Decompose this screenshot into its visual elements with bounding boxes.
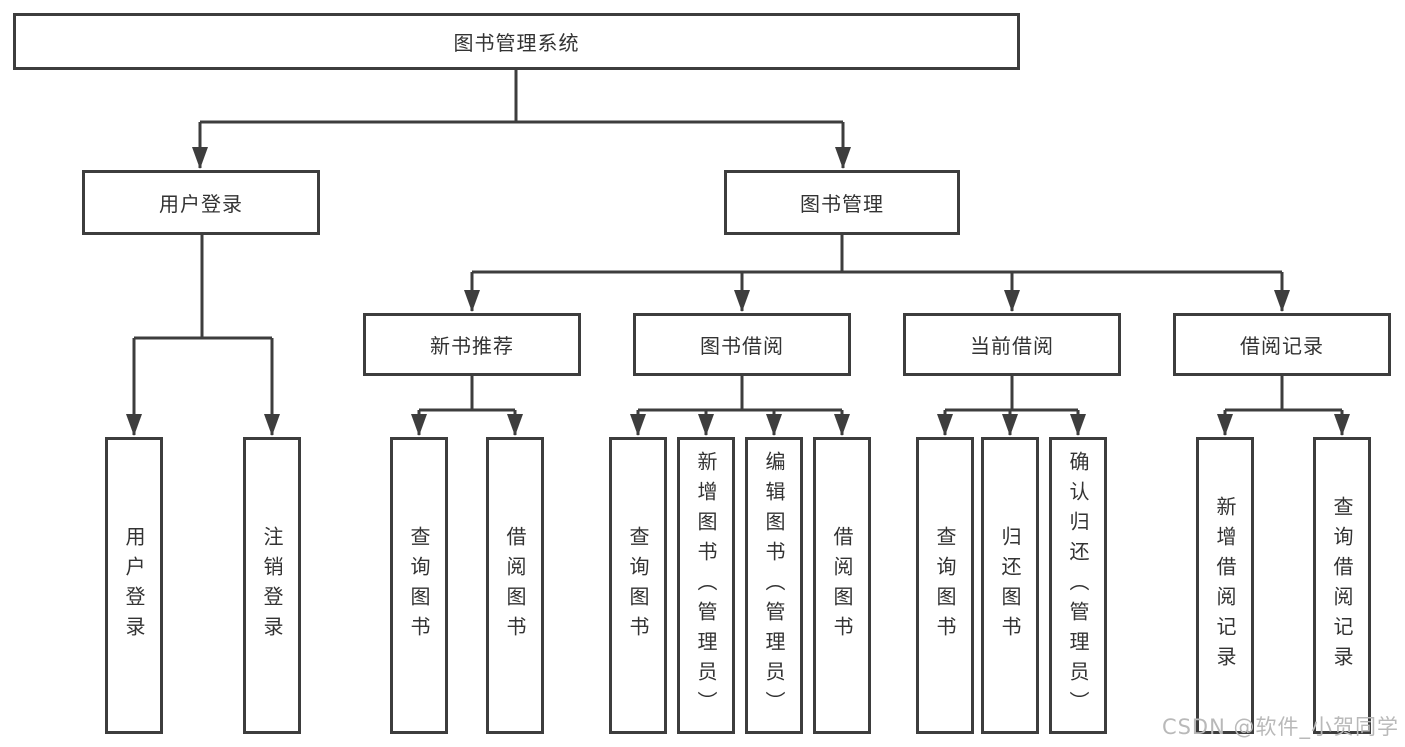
leaf-logout: 注销登录 — [243, 437, 301, 734]
leaf-add-books-admin: 新增图书（管理员） — [677, 437, 735, 734]
csdn-watermark: CSDN @软件_小贺同学 — [1161, 715, 1399, 739]
leaf-label: 归还图书 — [998, 525, 1022, 646]
leaf-query-borrow-record: 查询借阅记录 — [1313, 437, 1371, 734]
leaf-borrow-books-recommend: 借阅图书 — [486, 437, 544, 734]
leaf-query-books-recommend: 查询图书 — [390, 437, 448, 734]
leaf-confirm-return-admin: 确认归还（管理员） — [1049, 437, 1107, 734]
leaf-label: 查询图书 — [933, 525, 957, 646]
leaf-query-books-borrow: 查询图书 — [609, 437, 667, 734]
leaf-label: 确认归还（管理员） — [1066, 450, 1090, 721]
node-library-system: 图书管理系统 — [13, 13, 1020, 70]
leaf-label: 查询借阅记录 — [1330, 495, 1354, 676]
leaf-query-books-current: 查询图书 — [916, 437, 974, 734]
leaf-label: 新增图书（管理员） — [694, 450, 718, 721]
node-user-login: 用户登录 — [82, 170, 320, 235]
leaf-user-login: 用户登录 — [105, 437, 163, 734]
node-borrow-records: 借阅记录 — [1173, 313, 1391, 376]
leaf-label: 查询图书 — [407, 525, 431, 646]
leaf-label: 查询图书 — [626, 525, 650, 646]
leaf-label: 借阅图书 — [830, 525, 854, 646]
leaf-add-borrow-record: 新增借阅记录 — [1196, 437, 1254, 734]
node-current-borrow: 当前借阅 — [903, 313, 1121, 376]
leaf-edit-books-admin: 编辑图书（管理员） — [745, 437, 803, 734]
leaf-label: 编辑图书（管理员） — [762, 450, 786, 721]
node-new-book-recommend: 新书推荐 — [363, 313, 581, 376]
leaf-label: 新增借阅记录 — [1213, 495, 1237, 676]
leaf-label: 借阅图书 — [503, 525, 527, 646]
leaf-borrow-books: 借阅图书 — [813, 437, 871, 734]
leaf-return-books: 归还图书 — [981, 437, 1039, 734]
node-book-management: 图书管理 — [724, 170, 960, 235]
leaf-label: 注销登录 — [260, 525, 284, 646]
leaf-label: 用户登录 — [122, 525, 146, 646]
node-book-borrow: 图书借阅 — [633, 313, 851, 376]
